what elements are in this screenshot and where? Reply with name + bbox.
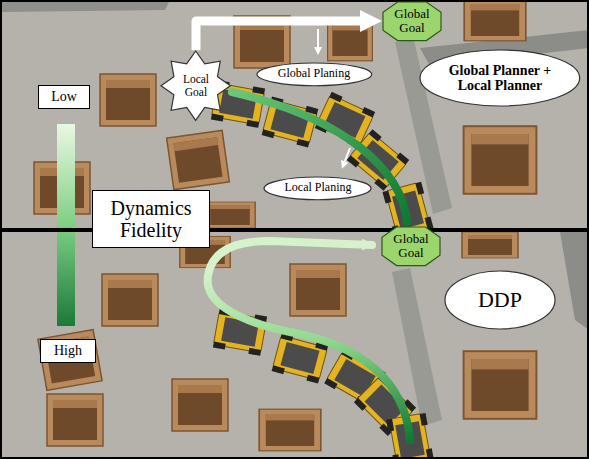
scale-box: Low (38, 85, 90, 109)
node-text: Local Planing (285, 181, 352, 194)
node-text: High (54, 343, 82, 358)
node-text: Dynamics Fidelity (99, 197, 203, 241)
scale-box: High (40, 339, 96, 363)
node-text: Local Goal (179, 73, 213, 98)
method-ellipse: Global Planner + Local Planner (419, 49, 581, 107)
node-text: Global Planing (278, 67, 350, 80)
label-ellipse: Local Planing (263, 176, 372, 201)
label-ellipse: Global Planing (256, 62, 373, 87)
node-text: DDP (478, 288, 522, 312)
goal-octagon: Global Goal (381, 226, 441, 267)
node-text: Low (51, 89, 77, 104)
method-ellipse: DDP (444, 270, 556, 330)
axis-box: Dynamics Fidelity (92, 190, 210, 248)
goal-star: Local Goal (160, 50, 231, 121)
node-text: Global Goal (389, 7, 435, 36)
node-text: Global Goal (388, 232, 434, 261)
node-text: Global Planner + Local Planner (448, 63, 552, 94)
goal-octagon: Global Goal (382, 1, 442, 42)
plan-arrow (196, 21, 366, 50)
